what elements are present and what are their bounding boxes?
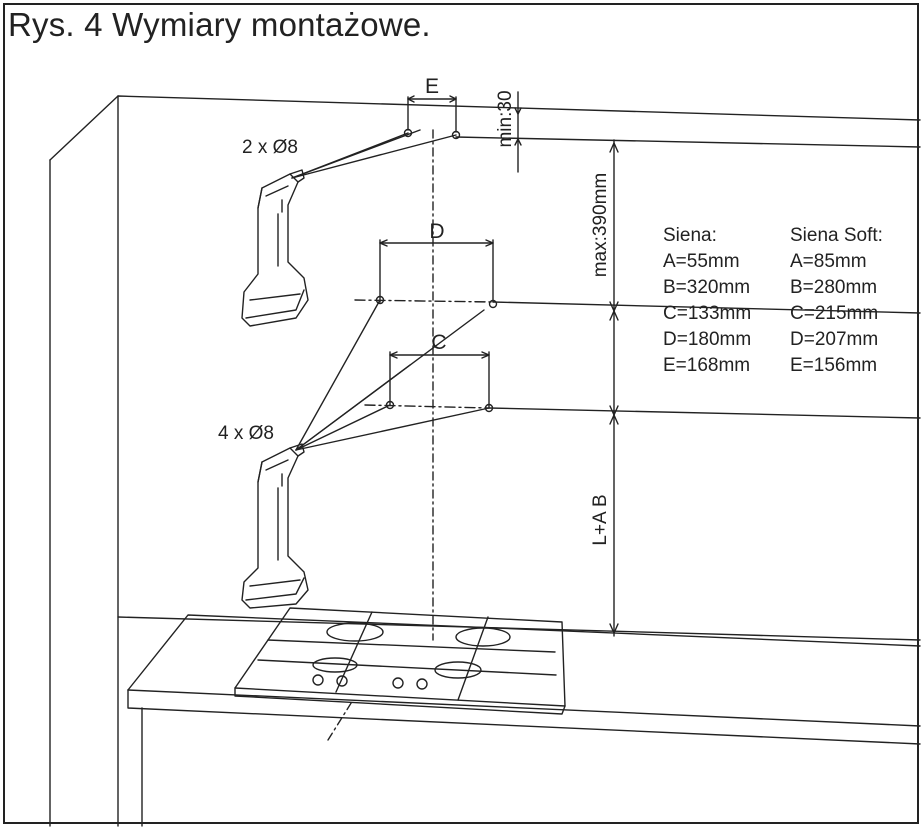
dimension-e (403, 95, 461, 140)
dimension-d (375, 239, 498, 309)
spec-siena-soft-c: C=215mm (790, 303, 879, 324)
label-e: E (425, 75, 439, 98)
spec-siena-soft-b: B=280mm (790, 277, 878, 298)
spec-siena-b: B=320mm (663, 277, 751, 298)
spec-siena-soft-e: E=156mm (790, 355, 878, 376)
spec-siena-a: A=55mm (663, 251, 740, 272)
spec-siena-name: Siena: (663, 225, 717, 246)
label-min30: min:30 (495, 90, 516, 147)
dimension-min30 (514, 91, 522, 173)
spec-siena-c: C=133mm (663, 303, 752, 324)
label-d: D (429, 220, 444, 243)
cooktop-hob (234, 607, 566, 715)
label-lab: L+A B (590, 494, 611, 545)
dimension-c (385, 351, 494, 413)
label-c: C (431, 331, 446, 354)
leader-lines (291, 129, 490, 451)
spec-siena-soft: Siena Soft: A=85mm B=280mm C=215mm D=207… (790, 223, 883, 379)
spec-siena-d: D=180mm (663, 329, 752, 350)
label-holes-bottom: 4 x Ø8 (218, 423, 274, 444)
countertop (127, 614, 921, 827)
label-holes-top: 2 x Ø8 (242, 137, 298, 158)
wall-outline (49, 95, 921, 827)
drill-icon (241, 443, 309, 609)
spec-siena-soft-a: A=85mm (790, 251, 867, 272)
spec-siena-e: E=168mm (663, 355, 751, 376)
spec-siena-soft-d: D=207mm (790, 329, 879, 350)
dimension-vertical (609, 139, 619, 637)
spec-siena: Siena: A=55mm B=320mm C=133mm D=180mm E=… (663, 223, 751, 379)
figure-frame (3, 3, 919, 824)
drill-icon (241, 169, 309, 327)
label-max390: max:390mm (590, 173, 611, 278)
figure-title: Rys. 4 Wymiary montażowe. (8, 6, 431, 43)
spec-siena-soft-name: Siena Soft: (790, 225, 883, 246)
